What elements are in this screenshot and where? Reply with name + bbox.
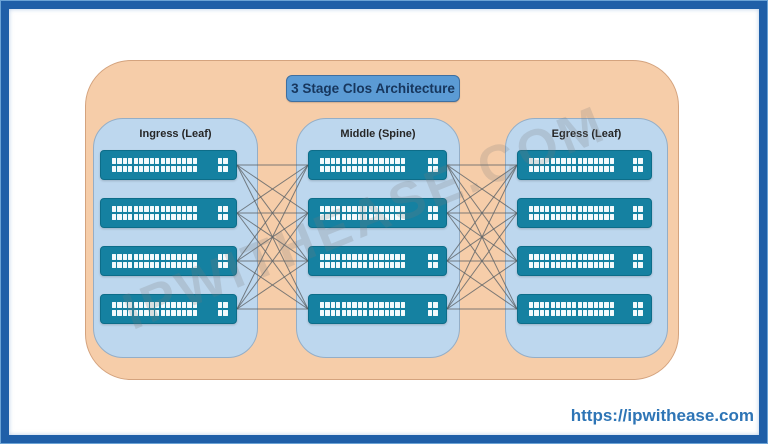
uplink-port-grid — [217, 253, 228, 269]
network-switch-icon — [517, 198, 652, 228]
network-switch-icon — [308, 150, 447, 180]
uplink-port-grid — [632, 157, 643, 173]
network-switch-icon — [517, 150, 652, 180]
uplink-port-grid — [217, 205, 228, 221]
diagram-title: 3 Stage Clos Architecture — [286, 75, 460, 102]
network-switch-icon — [100, 294, 237, 324]
port-grid — [320, 157, 406, 173]
uplink-port-grid — [427, 301, 438, 317]
network-switch-icon — [517, 294, 652, 324]
network-switch-icon — [308, 246, 447, 276]
network-switch-icon — [100, 150, 237, 180]
panel-ingress-label: Ingress (Leaf) — [139, 128, 212, 140]
port-grid — [529, 157, 615, 173]
uplink-port-grid — [632, 301, 643, 317]
uplink-port-grid — [632, 253, 643, 269]
port-grid — [112, 253, 198, 269]
website-link[interactable]: https://ipwithease.com — [570, 406, 754, 425]
network-switch-icon — [517, 246, 652, 276]
panel-egress-leaf: Egress (Leaf) — [505, 118, 668, 358]
panel-middle-spine: Middle (Spine) — [296, 118, 460, 358]
port-grid — [320, 301, 406, 317]
uplink-port-grid — [632, 205, 643, 221]
port-grid — [112, 157, 198, 173]
panel-middle-label: Middle (Spine) — [340, 128, 416, 140]
network-switch-icon — [308, 198, 447, 228]
uplink-port-grid — [427, 205, 438, 221]
port-grid — [320, 205, 406, 221]
uplink-port-grid — [427, 253, 438, 269]
port-grid — [320, 253, 406, 269]
panel-ingress-leaf: Ingress (Leaf) — [93, 118, 258, 358]
port-grid — [529, 253, 615, 269]
port-grid — [529, 205, 615, 221]
uplink-port-grid — [217, 157, 228, 173]
port-grid — [112, 205, 198, 221]
panel-egress-label: Egress (Leaf) — [551, 128, 622, 140]
uplink-port-grid — [427, 157, 438, 173]
uplink-port-grid — [217, 301, 228, 317]
port-grid — [112, 301, 198, 317]
network-switch-icon — [100, 198, 237, 228]
network-switch-icon — [100, 246, 237, 276]
port-grid — [529, 301, 615, 317]
network-switch-icon — [308, 294, 447, 324]
